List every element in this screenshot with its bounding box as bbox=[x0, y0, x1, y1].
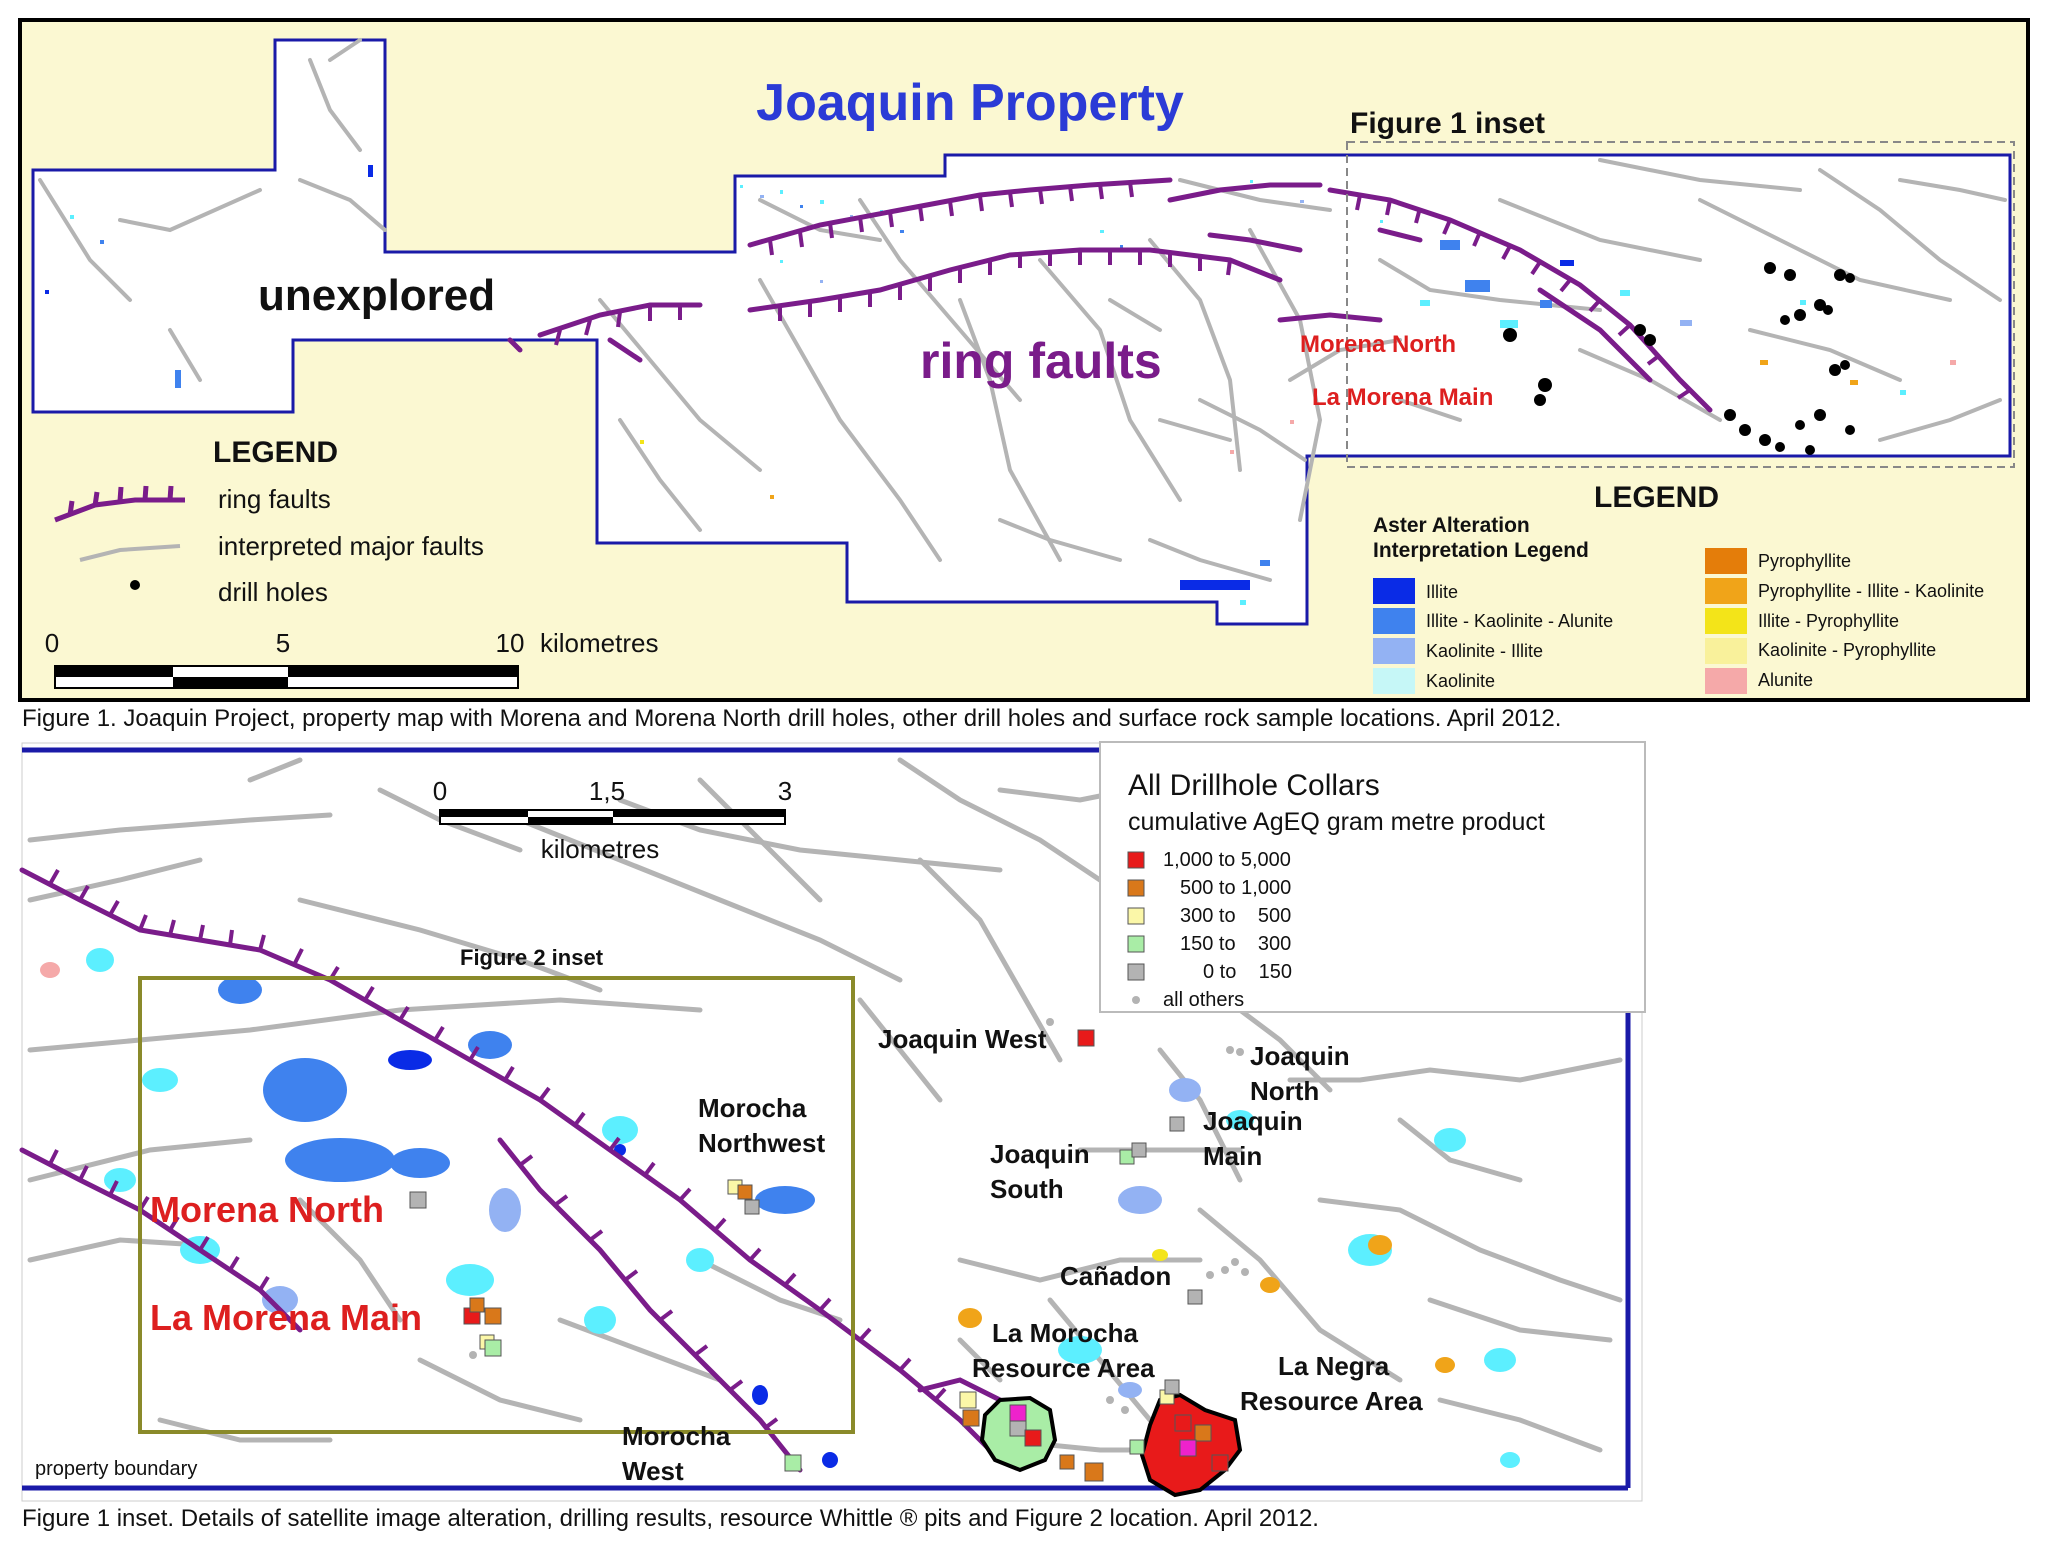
area-la-negra-2: Resource Area bbox=[1240, 1386, 1423, 1416]
area-morocha-west-1: Morocha bbox=[622, 1421, 731, 1451]
legend-title-left: LEGEND bbox=[213, 436, 338, 469]
swatch-illite-pyrophyllite bbox=[1705, 608, 1747, 634]
scale-tick-10-top: 10 bbox=[496, 628, 525, 658]
scale-tick-5-top: 5 bbox=[276, 628, 290, 658]
collar-swatch-1000-5000 bbox=[1127, 851, 1145, 869]
collars-legend-subtitle: cumulative AgEQ gram metre product bbox=[1128, 808, 1545, 836]
la-morena-main-label-top: La Morena Main bbox=[1312, 384, 1493, 411]
scale-tick-1-5-inset: 1,5 bbox=[589, 776, 625, 806]
area-canadon: Cañadon bbox=[1060, 1261, 1171, 1291]
aster-item-kaolinite-illite: Kaolinite - Illite bbox=[1426, 641, 1543, 661]
figure1-inset-box bbox=[1346, 141, 2015, 468]
collars-legend: All Drillhole Collars cumulative AgEQ gr… bbox=[1099, 741, 1646, 1013]
figure1-caption: Figure 1. Joaquin Project, property map … bbox=[22, 705, 1562, 732]
aster-item-kaolinite-pyrophyllite: Kaolinite - Pyrophyllite bbox=[1758, 640, 1936, 660]
swatch-pyrophyllite-illite-kaolinite bbox=[1705, 578, 1747, 604]
ring-fault-ticks-top bbox=[554, 181, 1692, 400]
collar-item-150-300: 150 to 300 bbox=[1180, 933, 1291, 955]
collar-item-300-500: 300 to 500 bbox=[1180, 905, 1291, 927]
legend-item-drill-holes: drill holes bbox=[218, 577, 328, 607]
collar-item-500-1000: 500 to 1,000 bbox=[1180, 877, 1291, 899]
swatch-pyrophyllite bbox=[1705, 548, 1747, 574]
collar-swatch-300-500 bbox=[1127, 907, 1145, 925]
aster-legend-subtitle-1: Aster Alteration bbox=[1373, 514, 1530, 537]
area-joaquin-main-2: Main bbox=[1203, 1141, 1262, 1171]
aster-legend-right: Pyrophyllite Pyrophyllite - Illite - Kao… bbox=[1705, 548, 1984, 694]
figure2-inset-label: Figure 2 inset bbox=[460, 945, 604, 970]
scale-tick-0-top: 0 bbox=[45, 628, 59, 658]
legend-item-major-faults: interpreted major faults bbox=[218, 531, 484, 561]
aster-legend-title: LEGEND bbox=[1594, 481, 1719, 514]
interpreted-faults-top bbox=[38, 38, 2007, 582]
area-la-negra-1: La Negra bbox=[1278, 1351, 1390, 1381]
aster-item-kaolinite: Kaolinite bbox=[1426, 671, 1495, 691]
property-boundary-top bbox=[31, 38, 2012, 626]
collar-item-others: all others bbox=[1163, 989, 1244, 1011]
aster-item-pyrophyllite-illite-kaolinite: Pyrophyllite - Illite - Kaolinite bbox=[1758, 581, 1984, 601]
aster-item-illite-kaolinite-alunite: Illite - Kaolinite - Alunite bbox=[1426, 611, 1613, 631]
scale-bar-inset bbox=[439, 809, 786, 825]
area-joaquin-south-1: Joaquin bbox=[990, 1139, 1090, 1169]
drill-hole-symbol bbox=[130, 580, 140, 590]
collar-swatch-others bbox=[1132, 996, 1140, 1004]
collar-item-0-150: 0 to 150 bbox=[1203, 961, 1292, 983]
scale-bar-top bbox=[54, 665, 519, 689]
collar-swatch-500-1000 bbox=[1127, 879, 1145, 897]
swatch-illite bbox=[1373, 578, 1415, 604]
area-la-morocha-2: Resource Area bbox=[972, 1353, 1155, 1383]
swatch-kaolinite-illite bbox=[1373, 638, 1415, 664]
collar-item-1000-5000: 1,000 to 5,000 bbox=[1163, 849, 1291, 871]
collar-swatch-150-300 bbox=[1127, 935, 1145, 953]
area-morocha-northwest-1: Morocha bbox=[698, 1093, 807, 1123]
collars-legend-title: All Drillhole Collars bbox=[1128, 769, 1380, 802]
drill-collars-inset bbox=[409, 1018, 1249, 1482]
alteration-speckles-top bbox=[45, 165, 1956, 605]
area-morocha-west-2: West bbox=[622, 1456, 684, 1486]
area-la-morena-main: La Morena Main bbox=[150, 1297, 422, 1338]
area-joaquin-west: Joaquin West bbox=[878, 1024, 1047, 1054]
scale-unit-top: kilometres bbox=[540, 628, 658, 658]
swatch-kaolinite-pyrophyllite bbox=[1705, 638, 1747, 664]
scale-tick-0-inset: 0 bbox=[433, 776, 447, 806]
aster-item-pyrophyllite: Pyrophyllite bbox=[1758, 551, 1851, 571]
legend-item-ring-faults: ring faults bbox=[218, 484, 331, 514]
property-boundary-label: property boundary bbox=[35, 1458, 197, 1480]
area-joaquin-south-2: South bbox=[990, 1174, 1064, 1204]
area-morocha-northwest-2: Northwest bbox=[698, 1128, 825, 1158]
area-joaquin-north-1: Joaquin bbox=[1250, 1041, 1350, 1071]
unexplored-label: unexplored bbox=[258, 271, 495, 320]
morena-north-label-top: Morena North bbox=[1300, 331, 1456, 358]
aster-legend-left: Illite Illite - Kaolinite - Alunite Kaol… bbox=[1373, 578, 1613, 694]
major-fault-symbol bbox=[79, 544, 181, 562]
area-joaquin-north-2: North bbox=[1250, 1076, 1319, 1106]
scale-tick-3-inset: 3 bbox=[778, 776, 792, 806]
aster-item-illite-pyrophyllite: Illite - Pyrophyllite bbox=[1758, 611, 1899, 631]
figure1-inset-label: Figure 1 inset bbox=[1350, 107, 1545, 140]
swatch-kaolinite bbox=[1373, 668, 1415, 694]
area-joaquin-main-1: Joaquin bbox=[1203, 1106, 1303, 1136]
figure1-inset-caption: Figure 1 inset. Details of satellite ima… bbox=[22, 1505, 1319, 1532]
collar-swatch-0-150 bbox=[1127, 963, 1145, 981]
area-morena-north: Morena North bbox=[150, 1189, 384, 1230]
drill-holes-top bbox=[1503, 262, 1855, 455]
scale-unit-inset: kilometres bbox=[541, 834, 659, 864]
aster-item-alunite: Alunite bbox=[1758, 670, 1813, 690]
aster-item-illite: Illite bbox=[1426, 582, 1458, 602]
swatch-alunite bbox=[1705, 668, 1747, 694]
ring-fault-ticks-inset bbox=[48, 869, 947, 1430]
ring-fault-symbol bbox=[54, 485, 185, 523]
ring-faults-top bbox=[507, 177, 1713, 413]
aster-legend-subtitle-2: Interpretation Legend bbox=[1373, 539, 1589, 562]
swatch-illite-kaolinite-alunite bbox=[1373, 608, 1415, 634]
ring-faults-label: ring faults bbox=[920, 333, 1162, 389]
area-la-morocha-1: La Morocha bbox=[992, 1318, 1138, 1348]
figure2-inset-box bbox=[138, 976, 855, 1434]
map-title: Joaquin Property bbox=[756, 74, 1184, 132]
